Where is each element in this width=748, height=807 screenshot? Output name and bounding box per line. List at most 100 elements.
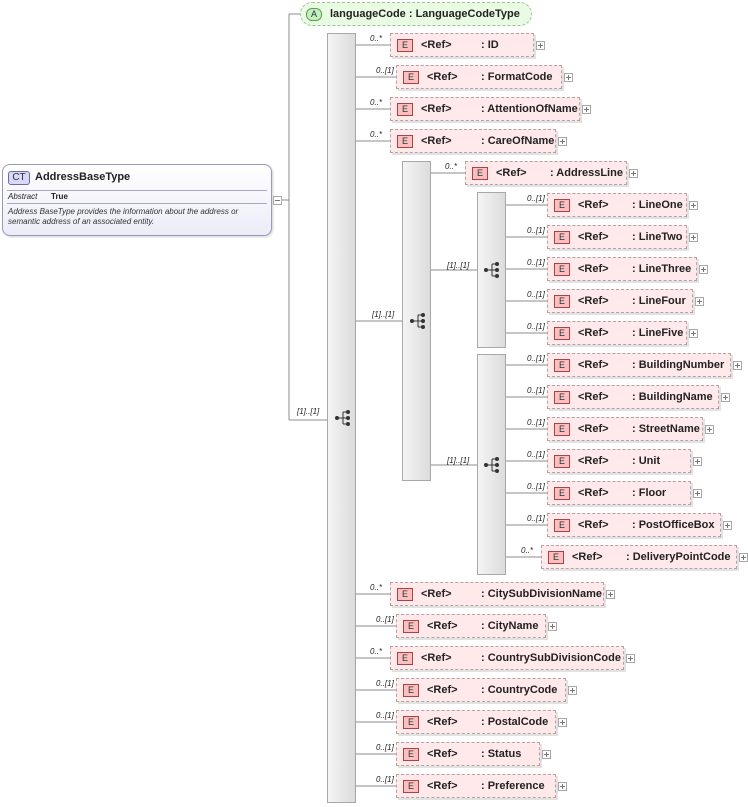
element-box[interactable]: E<Ref>: CitySubDivisionName [390, 582, 604, 606]
complex-type-badge: CT [8, 171, 30, 185]
element-badge: E [397, 135, 413, 148]
multiplicity-label: [1]..[1] [372, 310, 395, 319]
element-name: : ID [481, 39, 499, 51]
element-box[interactable]: E<Ref>: CountryCode [396, 678, 566, 702]
element-badge: E [403, 71, 419, 84]
expand-icon[interactable] [542, 750, 551, 759]
expand-icon[interactable] [693, 489, 702, 498]
multiplicity-label: 0..[1] [527, 194, 545, 203]
element-name: : LineFive [632, 327, 684, 339]
element-box[interactable]: E<Ref>: AddressLine [465, 161, 627, 185]
element-box[interactable]: E<Ref>: PostOfficeBox [547, 513, 721, 537]
element-badge: E [403, 620, 419, 633]
expand-icon[interactable] [568, 686, 577, 695]
element-box[interactable]: E <Ref> : Floor [547, 481, 691, 505]
complex-type-box[interactable]: CT AddressBaseType Abstract True Address… [2, 164, 272, 236]
element-name: : CountryCode [481, 684, 558, 696]
sequence-icon [484, 262, 499, 278]
expand-icon[interactable] [705, 425, 714, 434]
expand-icon[interactable] [626, 654, 635, 663]
expand-icon[interactable] [695, 297, 704, 306]
element-box[interactable]: E<Ref>: LineTwo [547, 225, 687, 249]
expand-icon[interactable] [693, 457, 702, 466]
element-box[interactable]: E<Ref>: CountrySubDivisionCode [390, 646, 624, 670]
element-box[interactable]: E<Ref>: DeliveryPointCode [541, 545, 737, 569]
element-box[interactable]: E<Ref>: BuildingName [547, 385, 719, 409]
element-ref-label: <Ref> [496, 167, 527, 179]
multiplicity-label: 0..[1] [376, 775, 394, 784]
element-box[interactable]: E<Ref>: StreetName [547, 417, 703, 441]
expand-icon[interactable] [629, 169, 638, 178]
attribute-badge: A [306, 8, 322, 21]
element-name: : DeliveryPointCode [626, 551, 731, 563]
element-name: : CitySubDivisionName [481, 588, 603, 600]
element-ref-label: <Ref> [578, 487, 609, 499]
expand-icon[interactable] [606, 590, 615, 599]
element-badge: E [554, 487, 570, 500]
divider [7, 190, 267, 191]
multiplicity-label: [1]..[1] [297, 407, 320, 416]
element-badge: E [554, 295, 570, 308]
expand-icon[interactable] [689, 329, 698, 338]
expand-icon[interactable] [739, 553, 748, 562]
element-ref-label: <Ref> [578, 423, 609, 435]
element-badge: E [403, 748, 419, 761]
element-name: : LineThree [632, 263, 692, 275]
element-box[interactable]: E<Ref>: Preference [396, 774, 556, 798]
multiplicity-label: 0..* [521, 546, 534, 555]
element-box[interactable]: E<Ref>: LineFour [547, 289, 693, 313]
element-badge: E [554, 199, 570, 212]
element-box[interactable]: E<Ref>: CityName [396, 614, 546, 638]
expand-icon[interactable] [558, 782, 567, 791]
element-box[interactable]: E<Ref>: LineOne [547, 193, 687, 217]
element-box[interactable]: E<Ref>: BuildingNumber [547, 353, 731, 377]
element-name: : CityName [481, 620, 539, 632]
sequence-icon [335, 410, 350, 426]
sequence-icon [410, 313, 425, 329]
expand-icon[interactable] [723, 521, 732, 530]
collapse-icon[interactable] [273, 196, 282, 205]
expand-icon[interactable] [558, 137, 567, 146]
element-ref-label: <Ref> [572, 551, 603, 563]
expand-icon[interactable] [564, 73, 573, 82]
expand-icon[interactable] [733, 361, 742, 370]
multiplicity-label: 0..[1] [527, 354, 545, 363]
expand-icon[interactable] [699, 265, 708, 274]
element-box[interactable]: E<Ref>: FormatCode [396, 65, 562, 89]
attribute-box[interactable]: A languageCode : LanguageCodeType [300, 2, 532, 26]
multiplicity-label: 0..[1] [527, 482, 545, 491]
multiplicity-label: 0..* [370, 130, 383, 139]
multiplicity-label: 0..* [445, 162, 458, 171]
element-box[interactable]: E<Ref>: LineThree [547, 257, 697, 281]
expand-icon[interactable] [548, 622, 557, 631]
element-name: : CountrySubDivisionCode [481, 652, 621, 664]
sequence-icon [484, 457, 499, 473]
element-box[interactable]: E<Ref>: Unit [547, 449, 691, 473]
element-badge: E [554, 263, 570, 276]
complex-type-name: AddressBaseType [35, 171, 131, 183]
element-box[interactable]: E<Ref>: CareOfName [390, 129, 556, 153]
expand-icon[interactable] [721, 393, 730, 402]
element-box[interactable]: E<Ref>: LineFive [547, 321, 687, 345]
element-ref-label: <Ref> [578, 359, 609, 371]
expand-icon[interactable] [558, 718, 567, 727]
element-box[interactable]: E<Ref>: ID [390, 33, 534, 57]
expand-icon[interactable] [536, 41, 545, 50]
expand-icon[interactable] [689, 233, 698, 242]
element-ref-label: <Ref> [421, 39, 452, 51]
element-name: : Preference [481, 780, 545, 792]
element-name: : LineOne [632, 199, 683, 211]
expand-icon[interactable] [689, 201, 698, 210]
element-box[interactable]: E<Ref>: AttentionOfName [390, 97, 580, 121]
element-ref-label: <Ref> [421, 103, 452, 115]
multiplicity-label: 0..* [370, 98, 383, 107]
element-name: : PostOfficeBox [632, 519, 715, 531]
element-name: : Unit [632, 455, 661, 467]
element-name: : Floor [632, 487, 667, 499]
element-ref-label: <Ref> [421, 135, 452, 147]
element-box[interactable]: E<Ref>: Status [396, 742, 540, 766]
attribute-name: languageCode [330, 8, 406, 20]
multiplicity-label: 0..[1] [527, 322, 545, 331]
expand-icon[interactable] [582, 105, 591, 114]
element-box[interactable]: E<Ref>: PostalCode [396, 710, 556, 734]
